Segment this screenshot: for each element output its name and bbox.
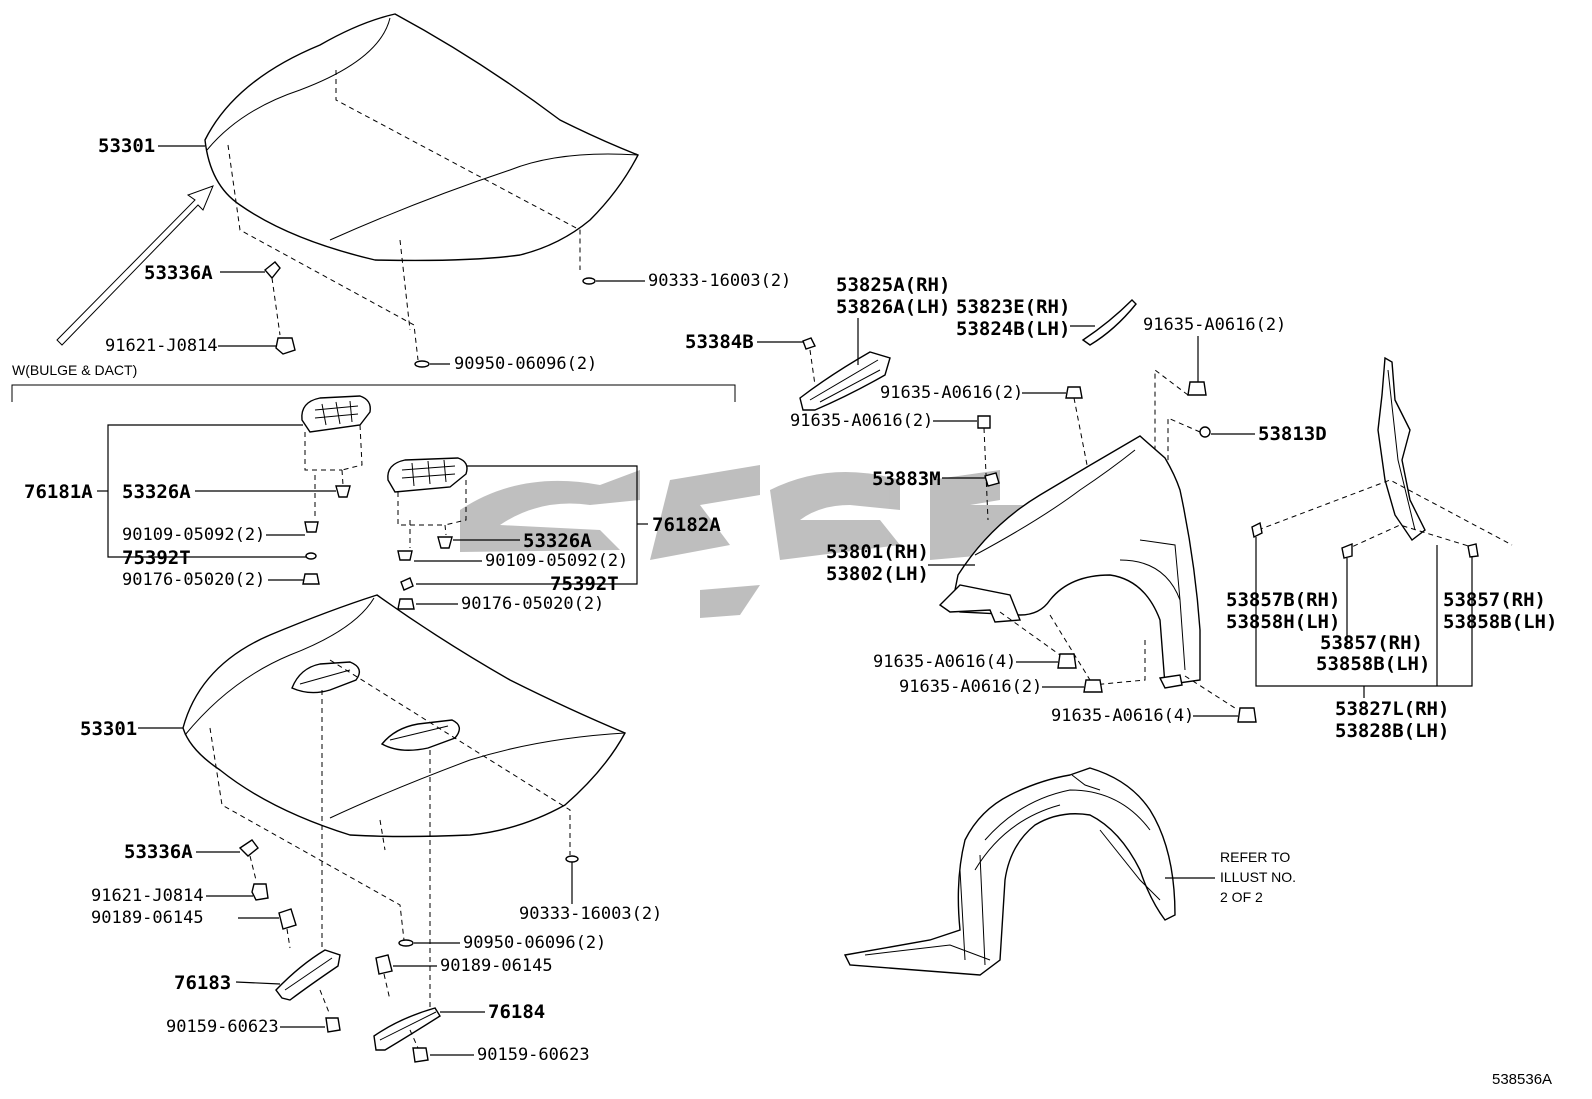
- diagram-code: 538536A: [1492, 1071, 1552, 1088]
- bolt-b-part: [1065, 386, 1089, 471]
- label-duct-left-assy: 76181A: [24, 481, 93, 503]
- bolt-e-part: [1083, 679, 1103, 693]
- label-clip-53813: 53813D: [1258, 423, 1327, 445]
- label-hood-top: 53301: [98, 135, 155, 157]
- label-seal-b-lh: 53858B(LH): [1316, 653, 1430, 675]
- label-seal-assy-rh: 53827L(RH): [1335, 698, 1449, 720]
- label-bolt-bottom: 91621-J0814: [91, 886, 204, 906]
- section-label: W(BULGE & DACT): [12, 362, 137, 378]
- fender-part: [938, 435, 1239, 711]
- label-duct-right-assy: 76182A: [652, 514, 721, 536]
- label-nut-53384: 53384B: [685, 331, 754, 353]
- pad-53883-part: [984, 472, 1000, 487]
- label-duct-left: 53326A: [122, 481, 191, 503]
- bolt-d-part: [1057, 653, 1077, 669]
- label-seal-a-lh: 53858H(LH): [1226, 611, 1340, 633]
- label-cushion-top: 90333-16003(2): [648, 271, 791, 291]
- note-line-1: REFER TO: [1220, 849, 1290, 865]
- note-line-3: 2 OF 2: [1220, 889, 1263, 905]
- label-bracket-rh: 53825A(RH): [836, 274, 950, 296]
- label-bolt-c: 91635-A0616(2): [790, 411, 933, 431]
- label-seal-c-rh: 53857(RH): [1443, 589, 1546, 611]
- label-nut-right: 90176-05020(2): [461, 594, 604, 614]
- label-clip-left: 90109-05092(2): [122, 525, 265, 545]
- duct-left-part: [301, 395, 371, 585]
- label-hood-bottom: 53301: [80, 718, 137, 740]
- front-arrow: [56, 185, 214, 346]
- label-clip-bottom-left: 90159-60623: [166, 1017, 279, 1037]
- bolt-a-part: [1154, 336, 1211, 470]
- hood-top: [204, 13, 639, 361]
- label-bolt-b: 91635-A0616(2): [880, 383, 1023, 403]
- bolt-c-part: [977, 415, 991, 521]
- label-lock-bottom: 53336A: [124, 841, 193, 863]
- label-fender-lh: 53802(LH): [826, 563, 929, 585]
- label-screw-right: 90189-06145: [440, 956, 553, 976]
- note-line-2: ILLUST NO.: [1220, 869, 1296, 885]
- label-clip-right: 90109-05092(2): [485, 551, 628, 571]
- label-gasket-right: 75392T: [550, 573, 619, 595]
- label-seal-fender-rh: 53823E(RH): [956, 296, 1070, 318]
- label-screw-left: 90189-06145: [91, 908, 204, 928]
- label-clip-bottom-right: 90159-60623: [477, 1045, 590, 1065]
- fender-seal-part: [1081, 299, 1137, 346]
- bolt-f-part: [1237, 707, 1257, 723]
- label-panel-right: 76184: [488, 1001, 545, 1023]
- fender-bracket-part: [799, 337, 891, 411]
- label-bolt-f: 91635-A0616(4): [1051, 706, 1194, 726]
- label-seal-assy-lh: 53828B(LH): [1335, 720, 1449, 742]
- label-bracket-lh: 53826A(LH): [836, 296, 950, 318]
- label-bolt-top: 91621-J0814: [105, 336, 218, 356]
- fender-side-seal-part: [1251, 356, 1513, 559]
- hood-bottom: [182, 594, 626, 1010]
- section-bracket: [11, 384, 736, 402]
- label-seal-b-rh: 53857(RH): [1320, 632, 1423, 654]
- label-seal-a-rh: 53857B(RH): [1226, 589, 1340, 611]
- cushion-top-part: [582, 277, 596, 285]
- label-seal-top: 90950-06096(2): [454, 354, 597, 374]
- label-seal-bottom: 90950-06096(2): [463, 933, 606, 953]
- lock-top-part: [263, 261, 296, 355]
- label-cushion-bottom: 90333-16003(2): [519, 904, 662, 924]
- label-lock-top: 53336A: [144, 262, 213, 284]
- label-seal-c-lh: 53858B(LH): [1443, 611, 1557, 633]
- label-bolt-e: 91635-A0616(2): [899, 677, 1042, 697]
- panel-left-part: [275, 949, 341, 1033]
- label-panel-left: 76183: [174, 972, 231, 994]
- lock-bottom-part: [238, 839, 297, 949]
- duct-right-part: [387, 457, 468, 610]
- fender-liner-part: [843, 767, 1176, 976]
- seal-bottom-part: [398, 939, 414, 947]
- panel-right-part: [373, 1007, 441, 1063]
- label-duct-right: 53326A: [523, 530, 592, 552]
- label-pad-53883: 53883M: [872, 468, 941, 490]
- seal-top-part: [414, 360, 430, 368]
- label-fender-rh: 53801(RH): [826, 541, 929, 563]
- cushion-bottom-part: [565, 855, 579, 863]
- screw-right-part: [375, 954, 393, 1001]
- label-bolt-a-top: 91635-A0616(2): [1143, 315, 1286, 335]
- label-nut-left: 90176-05020(2): [122, 570, 265, 590]
- label-seal-fender-lh: 53824B(LH): [956, 318, 1070, 340]
- label-gasket-left: 75392T: [122, 547, 191, 569]
- label-bolt-d: 91635-A0616(4): [873, 652, 1016, 672]
